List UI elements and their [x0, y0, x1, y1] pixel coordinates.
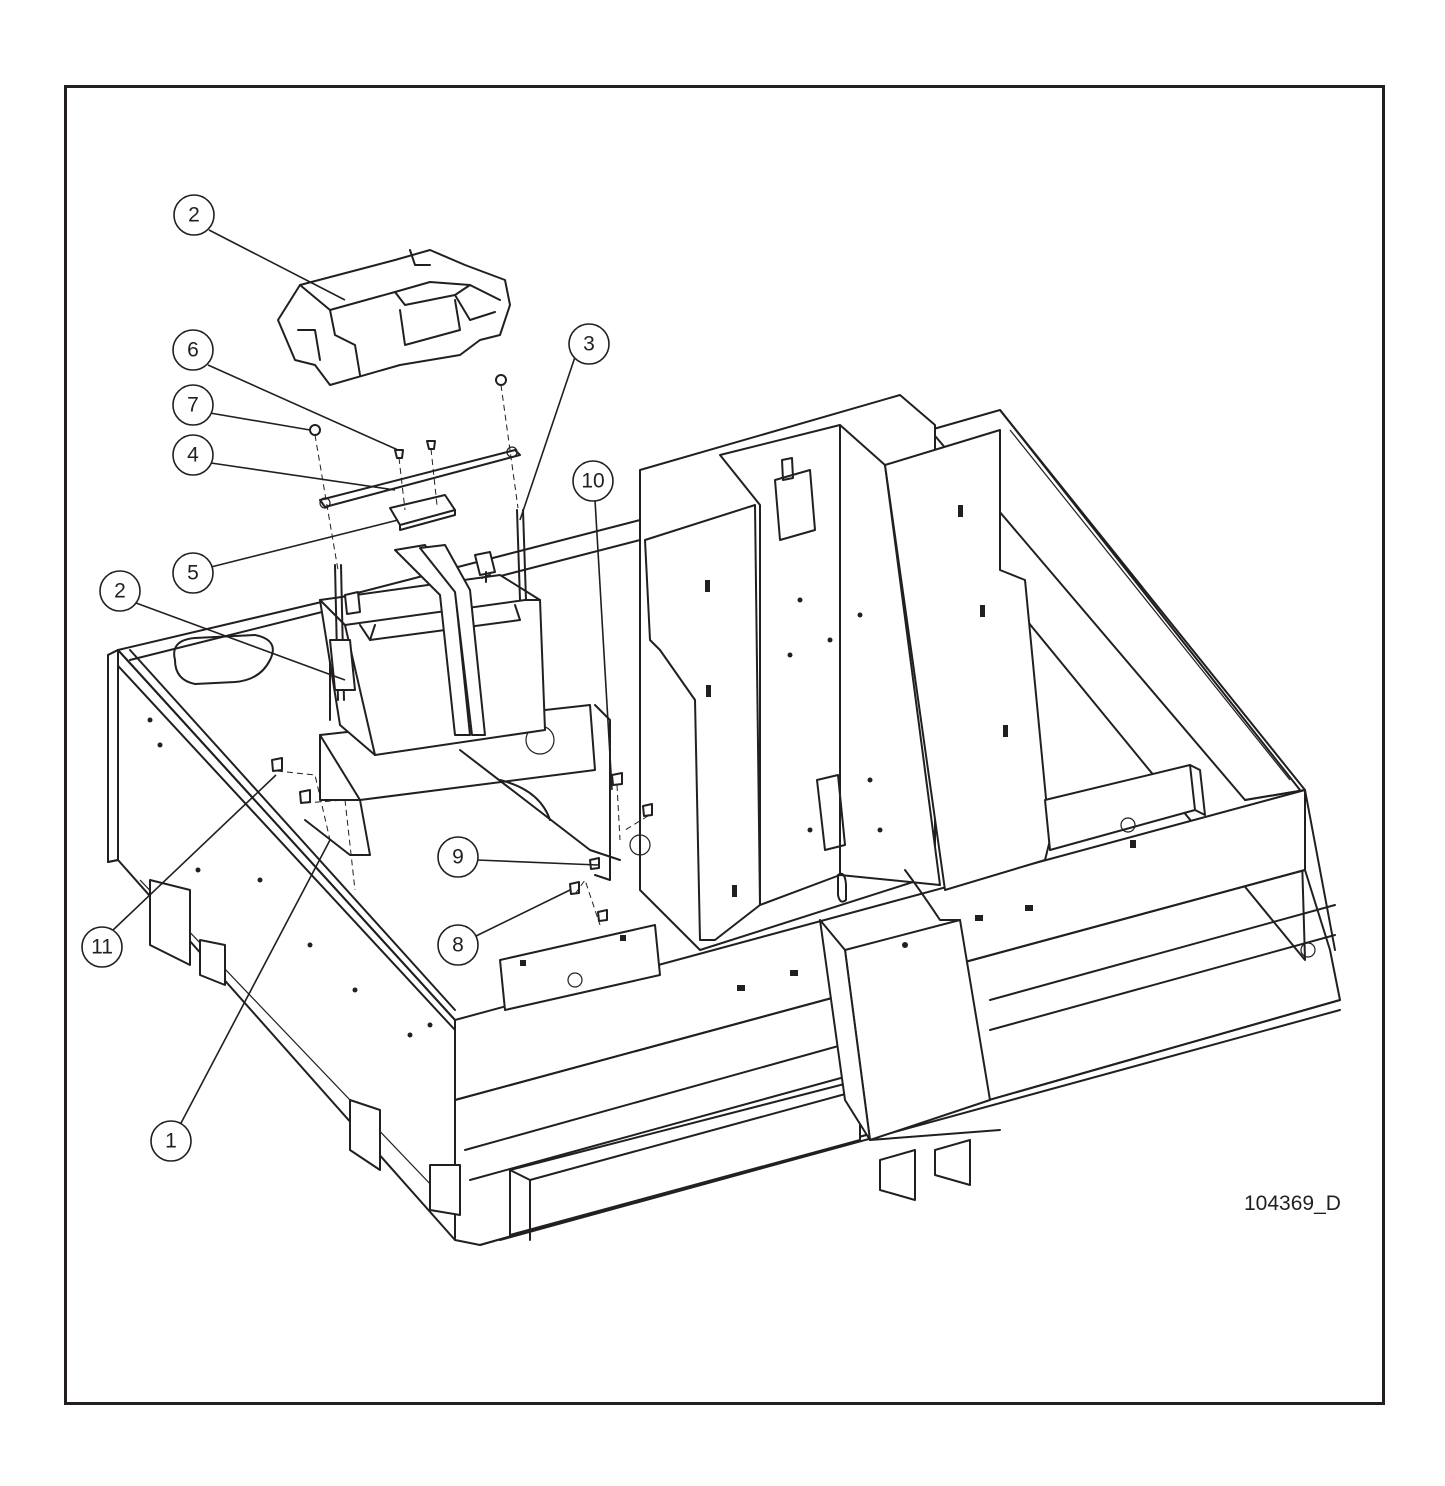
callout-6: 6 [172, 329, 214, 371]
battery-cover [277, 249, 511, 386]
callout-4: 4 [172, 434, 214, 476]
hold-down-bracket [319, 446, 521, 531]
callout-label: 8 [452, 934, 464, 957]
callout-label: 6 [187, 339, 199, 362]
callout-7: 7 [172, 384, 214, 426]
callout-label: 7 [187, 394, 199, 417]
callout-11: 11 [81, 926, 123, 968]
callout-label: 2 [114, 580, 126, 603]
callout-label: 5 [187, 562, 199, 585]
callout-2-battery: 2 [99, 570, 141, 612]
drawing-frame [64, 85, 1385, 1405]
callouts: 2 6 7 4 3 10 5 2 [81, 194, 614, 1162]
callout-2-cover: 2 [173, 194, 215, 236]
callout-label: 1 [165, 1130, 177, 1153]
callout-8: 8 [437, 924, 479, 966]
callout-label: 2 [188, 204, 200, 227]
callout-label: 10 [581, 470, 604, 493]
callout-3: 3 [568, 323, 610, 365]
drawing-number: 104369_D [1244, 1192, 1341, 1215]
callout-label: 9 [452, 846, 464, 869]
callout-label: 11 [91, 936, 113, 959]
callout-label: 4 [187, 444, 199, 467]
battery [319, 509, 546, 756]
callout-10: 10 [572, 460, 614, 502]
callout-label: 3 [583, 333, 595, 356]
chassis-frame [107, 394, 1341, 1246]
callout-1: 1 [150, 1120, 192, 1162]
callout-9: 9 [437, 836, 479, 878]
callout-5: 5 [172, 552, 214, 594]
